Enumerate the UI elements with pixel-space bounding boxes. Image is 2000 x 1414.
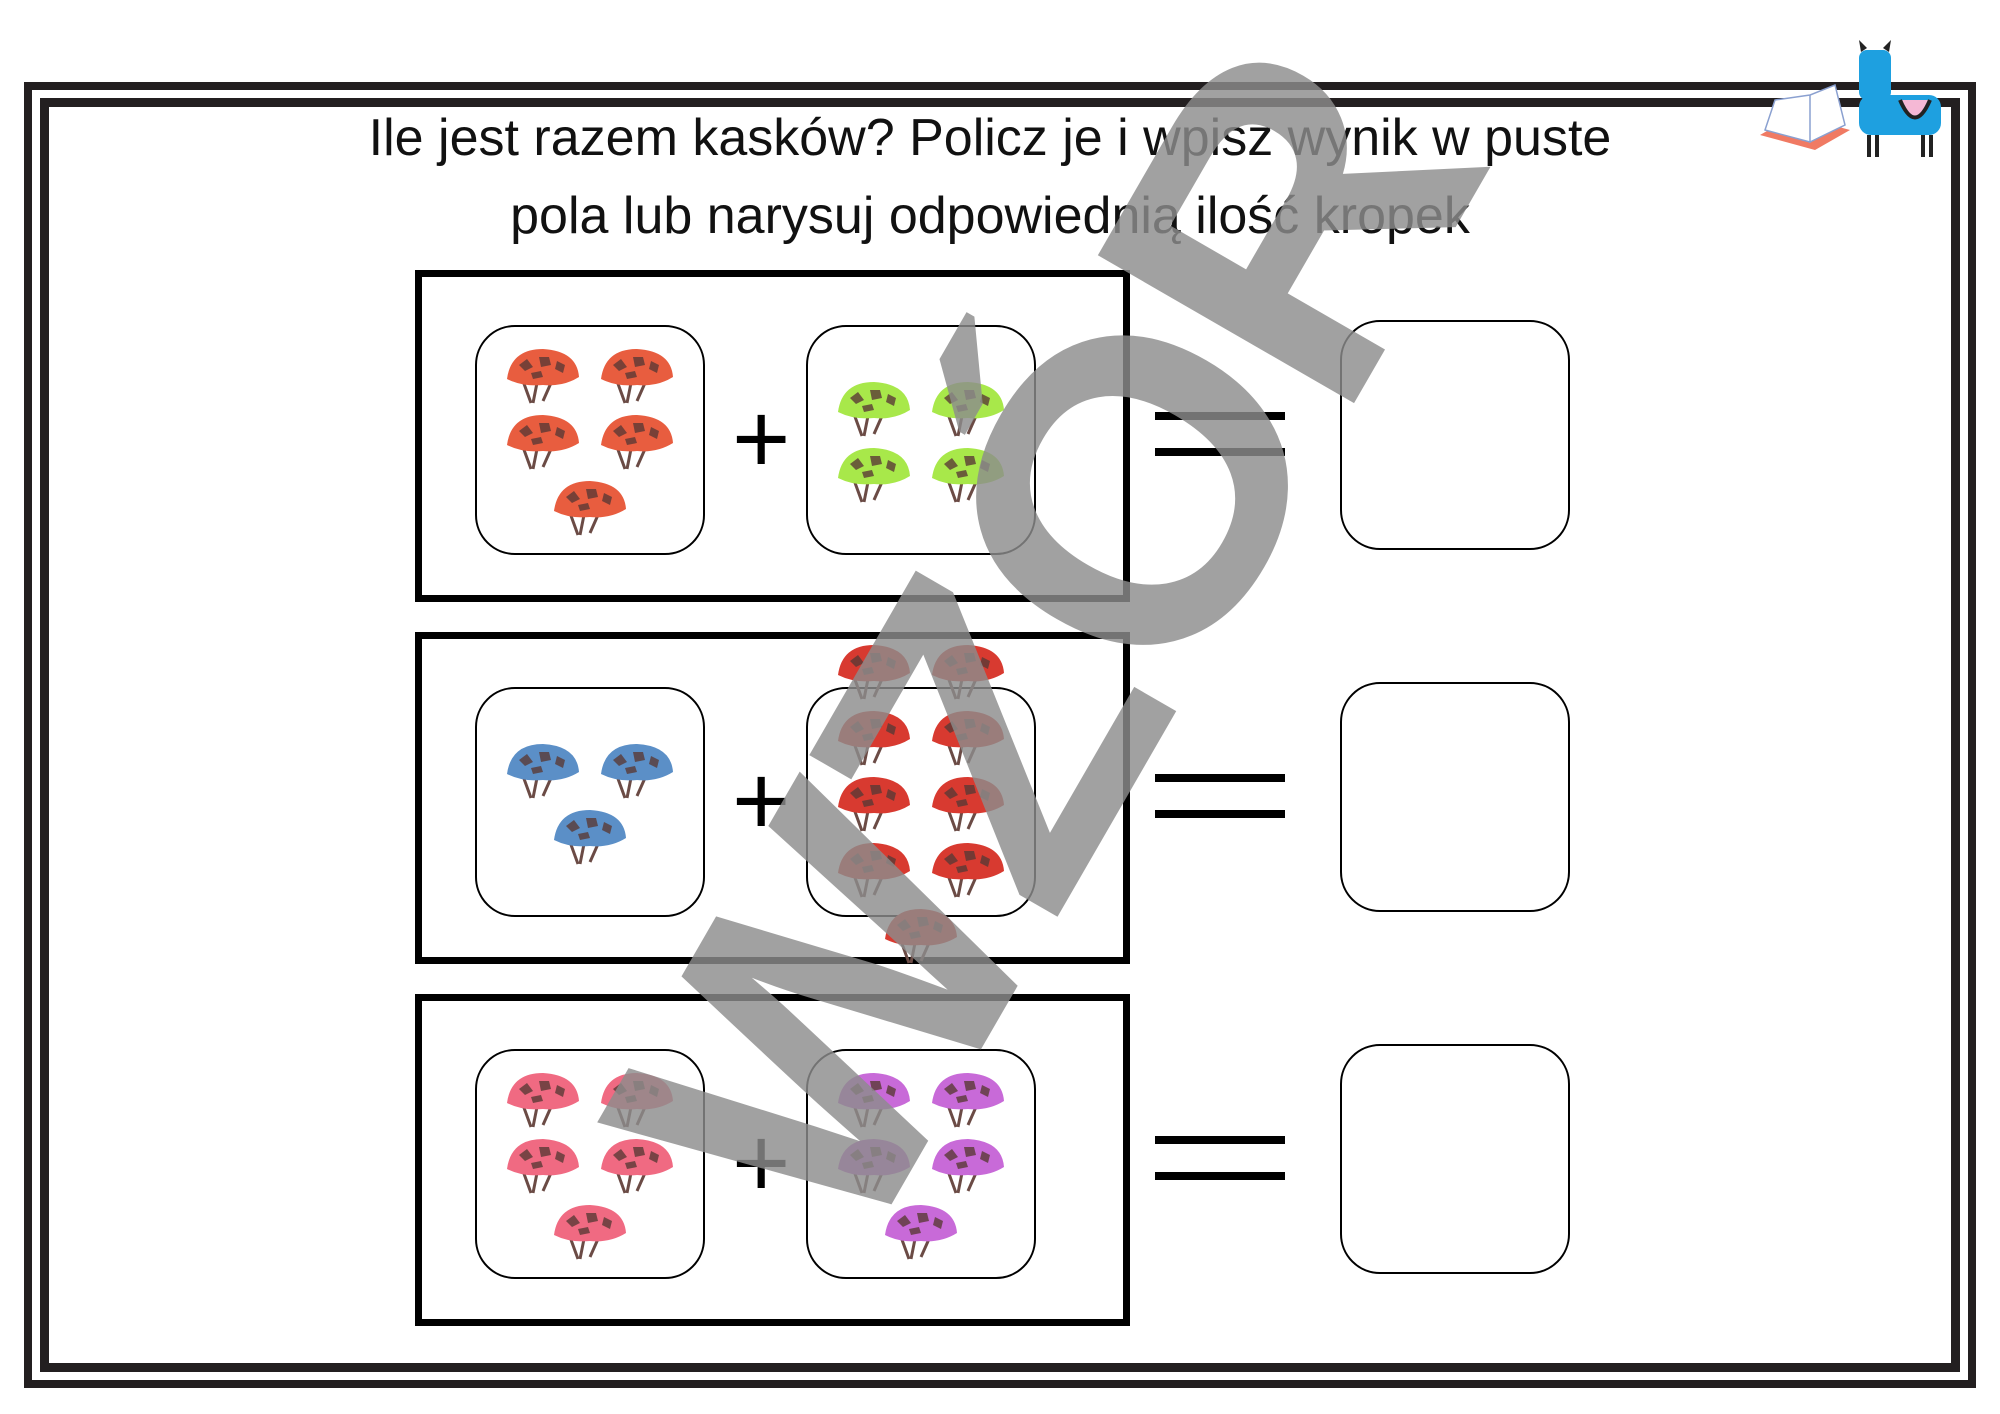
answer-box[interactable] xyxy=(1340,320,1570,550)
helmet-icon xyxy=(932,1073,1004,1128)
right-helmet-group xyxy=(806,645,1036,964)
helmet-icon xyxy=(838,1073,910,1128)
helmet-icon xyxy=(838,382,910,437)
plus-sign: + xyxy=(732,383,791,495)
answer-box[interactable] xyxy=(1340,682,1570,912)
helmet-icon xyxy=(838,843,910,898)
left-helmet-group xyxy=(475,687,705,917)
plus-sign: + xyxy=(732,1107,791,1219)
inner-border xyxy=(40,98,1960,1372)
right-helmet-group xyxy=(806,1049,1036,1279)
helmet-icon xyxy=(838,1139,910,1194)
instruction-title: Ile jest razem kasków? Policz je i wpisz… xyxy=(200,99,1780,255)
equals-sign xyxy=(1155,1136,1285,1180)
right-helmet-group xyxy=(806,325,1036,555)
helmet-icon xyxy=(601,415,673,470)
exercise-row: + xyxy=(415,994,1130,1326)
helmet-icon xyxy=(932,1139,1004,1194)
helmet-icon xyxy=(601,349,673,404)
helmet-icon xyxy=(554,810,626,865)
exercise-row: + xyxy=(415,632,1130,964)
llama-book-decoration xyxy=(1755,40,1955,175)
helmet-icon xyxy=(838,711,910,766)
title-line-1: Ile jest razem kasków? Policz je i wpisz… xyxy=(368,109,1612,167)
helmet-icon xyxy=(601,1139,673,1194)
answer-box[interactable] xyxy=(1340,1044,1570,1274)
left-helmet-group xyxy=(475,1049,705,1279)
exercise-row: + xyxy=(415,270,1130,602)
helmet-icon xyxy=(507,1073,579,1128)
helmet-icon xyxy=(932,645,1004,700)
helmet-icon xyxy=(601,1073,673,1128)
equals-sign xyxy=(1155,774,1285,818)
helmet-icon xyxy=(932,711,1004,766)
plus-sign: + xyxy=(732,745,791,857)
helmet-icon xyxy=(932,382,1004,437)
helmet-icon xyxy=(554,481,626,536)
helmet-icon xyxy=(507,1139,579,1194)
left-helmet-group xyxy=(475,325,705,555)
helmet-icon xyxy=(838,645,910,700)
helmet-icon xyxy=(507,415,579,470)
helmet-icon xyxy=(507,744,579,799)
helmet-icon xyxy=(838,448,910,503)
book-icon xyxy=(1760,83,1850,150)
helmet-icon xyxy=(932,777,1004,832)
helmet-icon xyxy=(838,777,910,832)
helmet-icon xyxy=(932,843,1004,898)
helmet-icon xyxy=(885,1205,957,1260)
equals-sign xyxy=(1155,412,1285,456)
helmet-icon xyxy=(554,1205,626,1260)
helmet-icon xyxy=(507,349,579,404)
llama-icon xyxy=(1859,40,1941,157)
helmet-icon xyxy=(601,744,673,799)
helmet-icon xyxy=(932,448,1004,503)
outer-border xyxy=(24,82,1976,1388)
helmet-icon xyxy=(885,909,957,964)
title-line-2: pola lub narysuj odpowiednią ilość krope… xyxy=(510,187,1470,245)
